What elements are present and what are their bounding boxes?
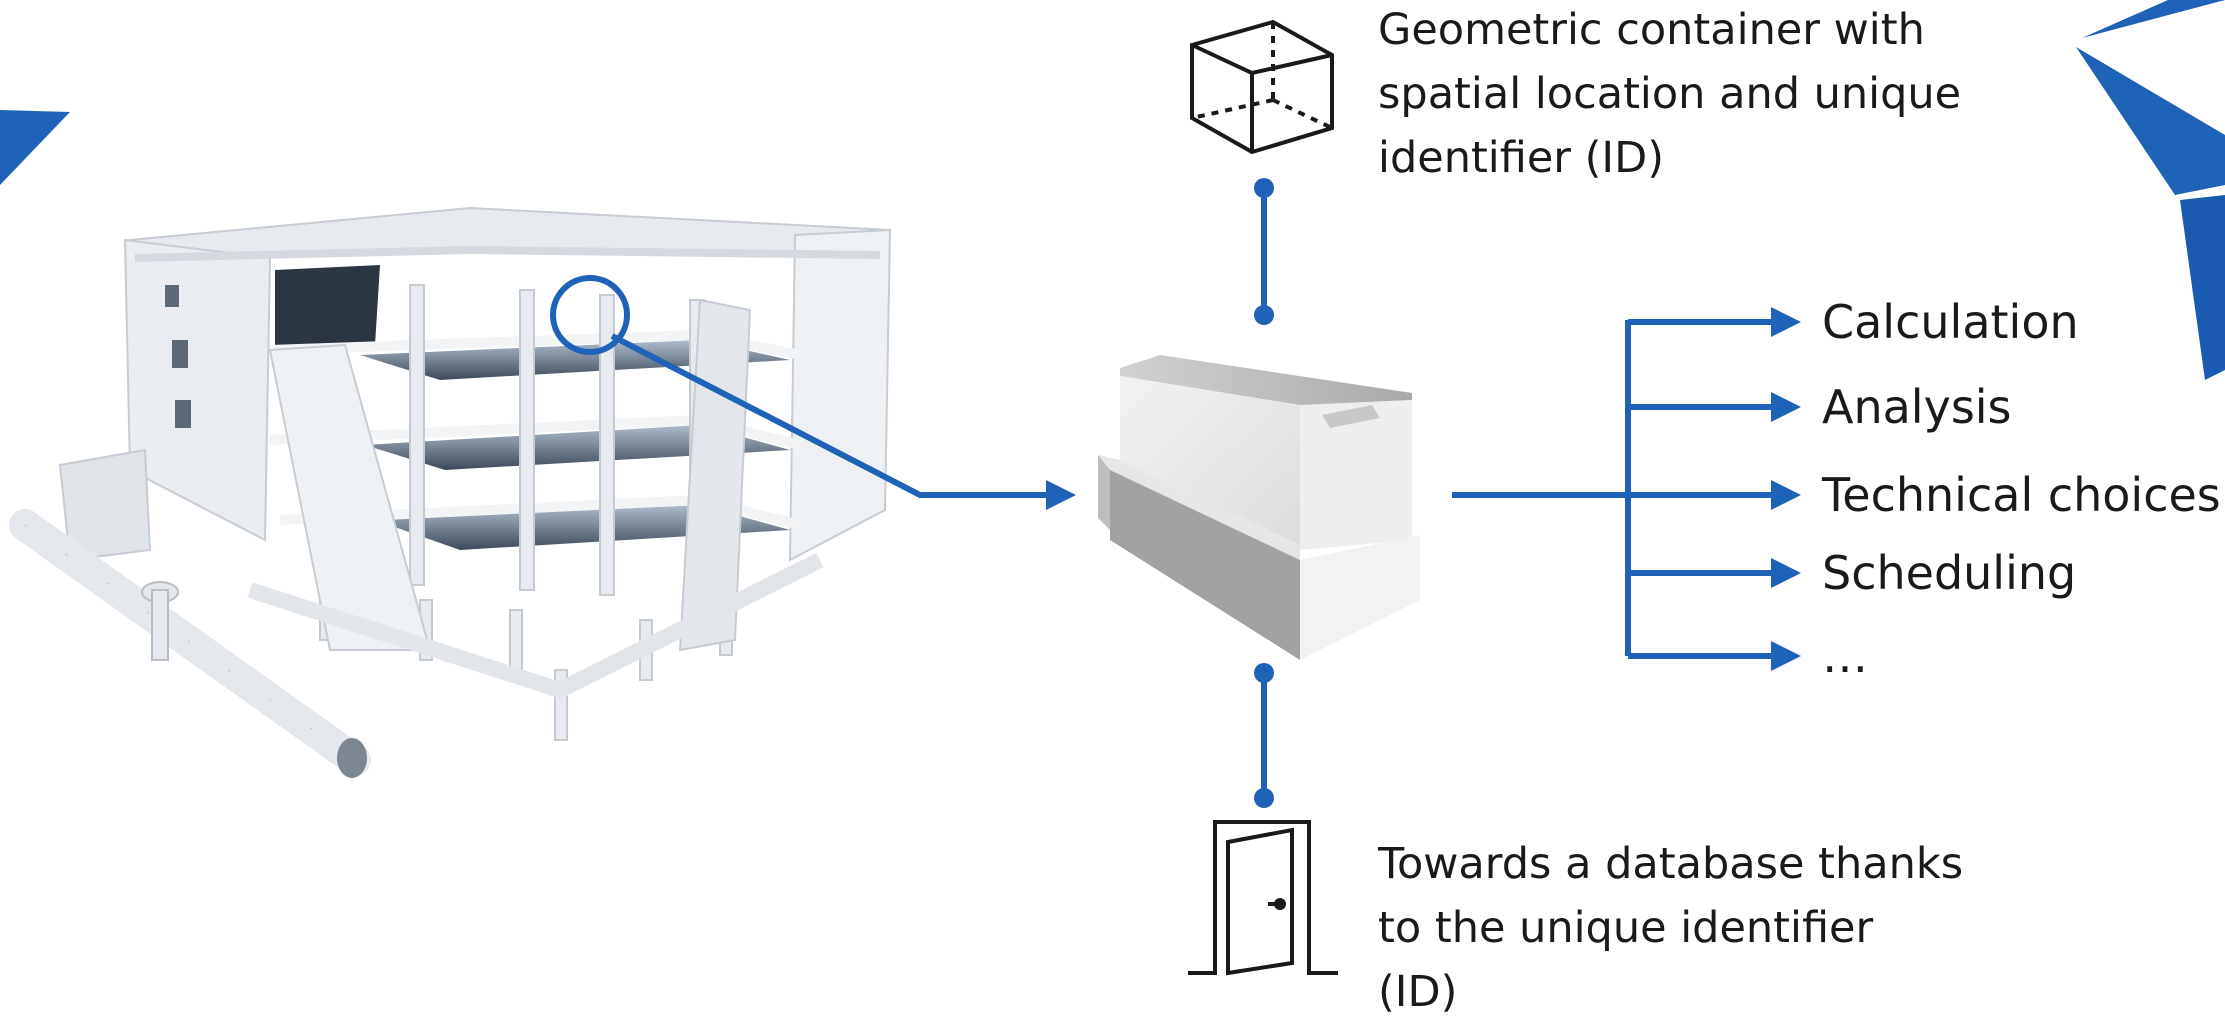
output-label-analysis: Analysis bbox=[1822, 380, 2012, 434]
connector-arrow-building-to-element bbox=[610, 333, 1076, 510]
building-model-icon bbox=[9, 206, 892, 778]
caption-line: to the unique identifier bbox=[1378, 903, 1874, 953]
caption-line: Geometric container with bbox=[1378, 5, 1925, 55]
database-caption: Towards a database thanks to the unique … bbox=[1378, 832, 1963, 1024]
output-label-scheduling: Scheduling bbox=[1822, 546, 2077, 600]
highlight-circle bbox=[550, 275, 630, 355]
output-label-technical-choices: Technical choices bbox=[1822, 468, 2221, 522]
id-connector-bottom bbox=[1254, 663, 1274, 808]
geometric-container-caption: Geometric container with spatial locatio… bbox=[1378, 0, 1961, 190]
output-label-calculation: Calculation bbox=[1822, 295, 2079, 349]
beam-element-icon bbox=[1098, 355, 1420, 660]
caption-line: Towards a database thanks bbox=[1378, 839, 1964, 889]
decorative-corner-shapes bbox=[0, 0, 2225, 380]
caption-line: spatial location and unique bbox=[1378, 69, 1962, 119]
output-branches bbox=[1452, 307, 1801, 671]
door-icon bbox=[1188, 820, 1338, 976]
id-connector-top bbox=[1254, 178, 1274, 325]
pipe-detail bbox=[9, 509, 371, 778]
cube-icon bbox=[1190, 19, 1334, 155]
caption-line: identifier (ID) bbox=[1378, 133, 1664, 183]
caption-line: (ID) bbox=[1378, 967, 1458, 1017]
output-label-more: … bbox=[1822, 629, 1868, 683]
